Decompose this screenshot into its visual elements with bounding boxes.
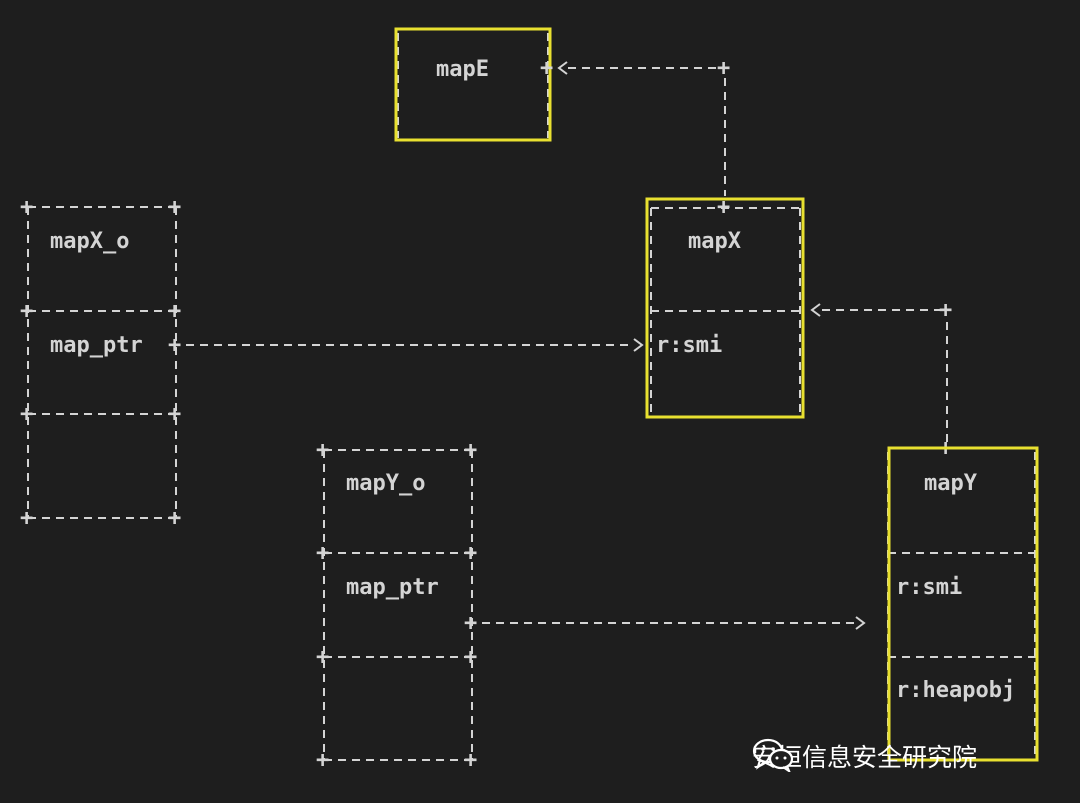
corner-plus: + — [464, 645, 477, 670]
arrowhead-right — [855, 616, 866, 630]
mapY-label: mapY — [924, 471, 978, 496]
junction-plus: + — [540, 56, 553, 81]
arrow-mapX-o-to-mapX: + — [168, 333, 644, 358]
wechat-icon — [752, 738, 794, 772]
mapX-label: mapX — [688, 229, 741, 254]
mapY-heapobj-label: r:heapobj — [896, 678, 1015, 703]
mapX-o-label: mapX_o — [50, 229, 129, 254]
mapX-o-box: + + + + + + + + mapX_o map_ptr — [20, 195, 181, 531]
corner-plus: + — [20, 402, 33, 427]
arrowhead-left — [810, 303, 821, 317]
mapY-box: mapY r:smi r:heapobj — [887, 446, 1040, 762]
junction-plus: + — [168, 333, 181, 358]
junction-plus: + — [939, 298, 952, 323]
mapY-o-box: + + + + + + + + mapY_o map_ptr — [316, 438, 477, 773]
corner-plus: + — [20, 506, 33, 531]
watermark: 安恒信息安全研究院 — [752, 736, 977, 776]
corner-plus: + — [168, 402, 181, 427]
mapE-label: mapE — [436, 57, 489, 82]
junction-plus: + — [464, 611, 477, 636]
mapX-smi-label: r:smi — [656, 333, 722, 358]
corner-plus: + — [464, 748, 477, 773]
corner-plus: + — [20, 195, 33, 220]
arrowhead-right — [633, 338, 644, 352]
corner-plus: + — [168, 299, 181, 324]
corner-plus: + — [316, 645, 329, 670]
corner-plus: + — [168, 506, 181, 531]
junction-plus: + — [717, 56, 730, 81]
corner-plus: + — [464, 541, 477, 566]
corner-plus: + — [20, 299, 33, 324]
mapE-box: mapE — [394, 27, 552, 142]
mapY-smi-label: r:smi — [896, 575, 962, 600]
mapE-highlight — [394, 27, 552, 142]
mapY-o-label: mapY_o — [346, 471, 425, 496]
mapY-highlight — [887, 446, 1039, 762]
corner-plus: + — [168, 195, 181, 220]
corner-plus: + — [316, 541, 329, 566]
mapX-highlight — [645, 197, 805, 419]
mapX-o-ptr-label: map_ptr — [50, 333, 143, 358]
corner-plus: + — [464, 438, 477, 463]
mapX-box: mapX r:smi + — [645, 195, 805, 419]
arrow-mapX-to-mapE: + + — [540, 56, 730, 196]
mapY-o-ptr-label: map_ptr — [346, 575, 439, 600]
junction-plus: + — [717, 195, 730, 220]
corner-plus: + — [316, 438, 329, 463]
arrow-mapY-to-mapX: + + — [810, 298, 952, 461]
arrow-mapY-o-to-mapY: + — [464, 611, 866, 636]
arrowhead-left — [557, 61, 568, 75]
corner-plus: + — [316, 748, 329, 773]
